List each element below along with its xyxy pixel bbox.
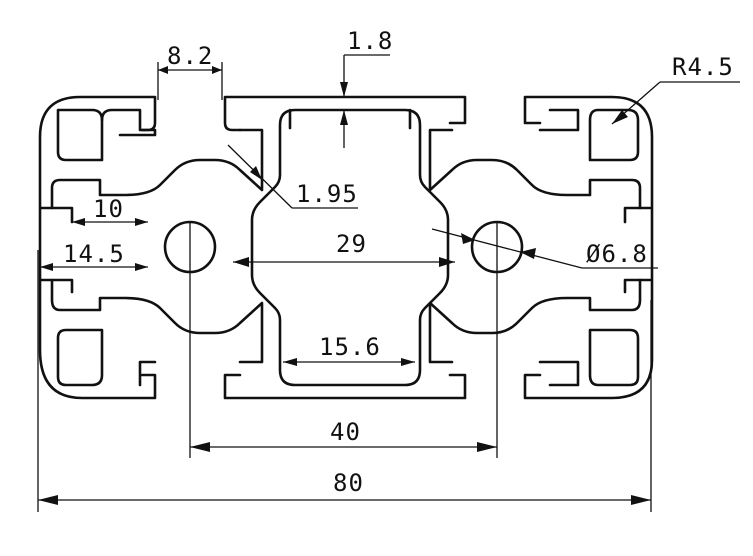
- dim-10: 10: [72, 195, 148, 226]
- dim-14-5: 14.5: [40, 240, 148, 271]
- profile-outline: [38, 95, 654, 400]
- dim-80-label: 80: [333, 469, 364, 497]
- dim-8-2: 8.2: [157, 42, 223, 100]
- dim-40: 40: [189, 222, 498, 458]
- dim-dia-6-8-label: Ø6.8: [586, 240, 648, 268]
- dim-29: 29: [233, 230, 455, 267]
- dim-80: 80: [37, 250, 652, 512]
- dim-15-6-label: 15.6: [319, 333, 381, 361]
- dim-r4-5: R4.5: [611, 53, 740, 125]
- dim-15-6: 15.6: [283, 333, 415, 366]
- dim-1-95: 1.95: [227, 144, 358, 209]
- dim-14-5-label: 14.5: [63, 240, 125, 268]
- dim-29-label: 29: [336, 230, 367, 258]
- dim-1-95-label: 1.95: [296, 180, 358, 208]
- dim-40-label: 40: [330, 418, 361, 446]
- dim-8-2-label: 8.2: [167, 42, 213, 70]
- dim-1-8: 1.8: [340, 27, 393, 148]
- dim-dia-6-8: Ø6.8: [431, 228, 658, 269]
- dim-r4-5-label: R4.5: [672, 53, 734, 81]
- dim-10-label: 10: [93, 195, 124, 223]
- dim-1-8-label: 1.8: [347, 27, 393, 55]
